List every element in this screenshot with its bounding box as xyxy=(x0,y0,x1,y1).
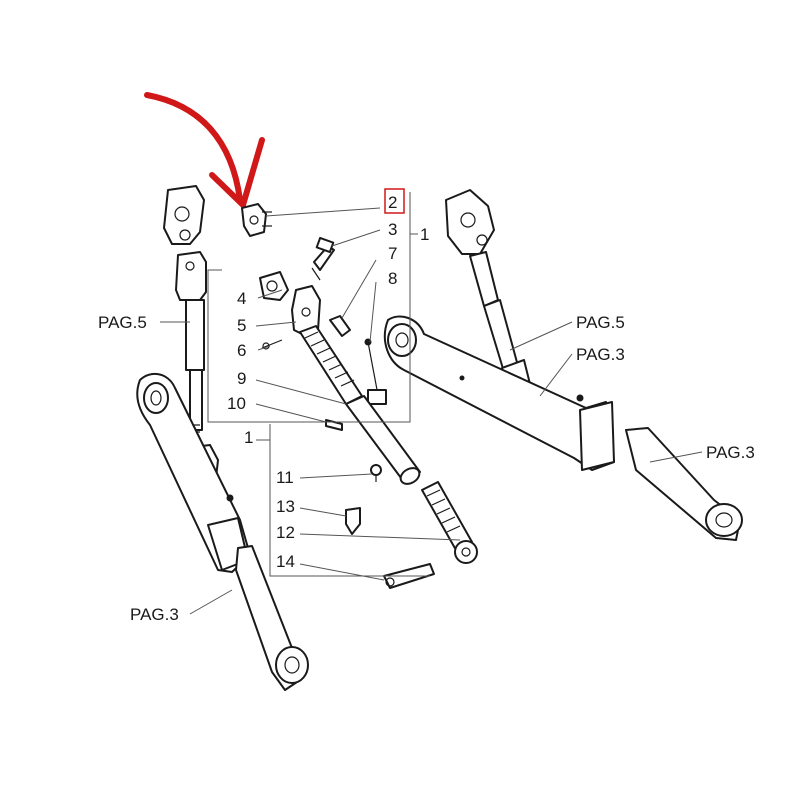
pag-5-right: PAG.5 xyxy=(576,313,625,332)
part-7-clip xyxy=(329,315,351,337)
callout-1-top: 1 xyxy=(420,225,429,244)
part-13-fitting xyxy=(345,507,361,535)
callout-11: 11 xyxy=(276,468,294,487)
pag-3-right-upper: PAG.3 xyxy=(576,345,625,364)
part-9-threaded-tube xyxy=(299,325,421,485)
pag-3-right-lower: PAG.3 xyxy=(706,443,755,462)
left-stabilizer-arm xyxy=(235,545,309,691)
callout-10: 10 xyxy=(227,394,246,413)
callout-7: 7 xyxy=(388,244,397,263)
callout-6: 6 xyxy=(237,341,246,360)
part-3-pin xyxy=(311,236,335,281)
callout-1-bottom: 1 xyxy=(244,428,253,447)
leader-lines xyxy=(160,192,703,615)
callout-8: 8 xyxy=(388,269,397,288)
callout-13: 13 xyxy=(276,497,295,516)
callout-14: 14 xyxy=(276,552,295,571)
callout-5: 5 xyxy=(237,316,246,335)
callout-3: 3 xyxy=(388,220,397,239)
right-stabilizer-arm xyxy=(625,427,743,541)
part-4-bracket xyxy=(259,271,289,301)
callout-2: 2 xyxy=(388,193,397,212)
callout-9: 9 xyxy=(237,369,246,388)
highlight-box xyxy=(384,188,405,214)
part-8-lever xyxy=(364,338,387,405)
callout-12: 12 xyxy=(276,523,295,542)
callout-labels: 2 3 1 7 8 4 5 6 9 10 1 11 13 12 14 PAG.5… xyxy=(98,193,755,624)
pag-5-left: PAG.5 xyxy=(98,313,147,332)
right-lower-arm xyxy=(383,315,615,471)
part-11-screw xyxy=(370,464,382,482)
pag-3-left: PAG.3 xyxy=(130,605,179,624)
part-12-rod-end xyxy=(421,481,478,564)
part-2 xyxy=(241,203,272,237)
callout-4: 4 xyxy=(237,289,246,308)
red-arrow-icon xyxy=(144,92,265,208)
